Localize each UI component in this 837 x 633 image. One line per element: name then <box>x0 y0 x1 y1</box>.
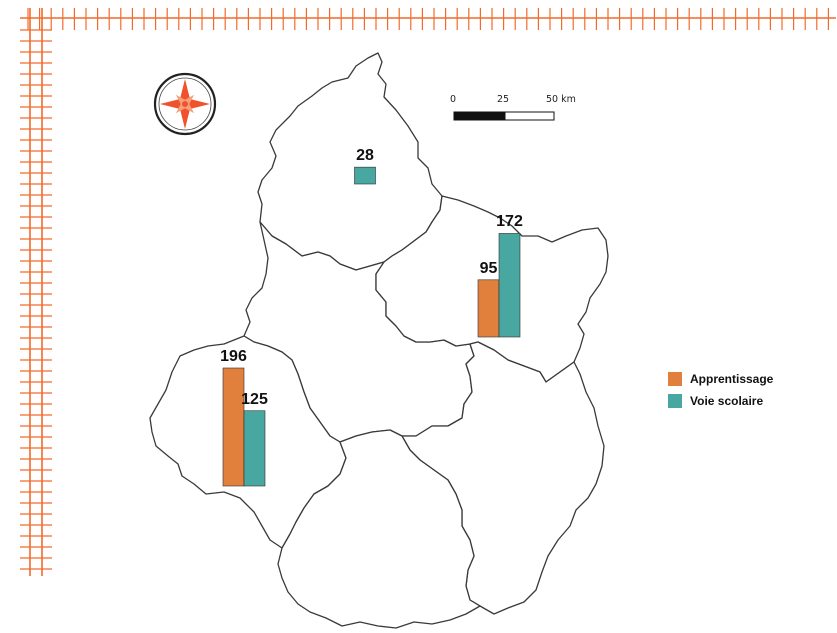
department-south <box>277 429 481 629</box>
bar-value-label: 28 <box>356 147 374 165</box>
bar-voie-scolaire <box>354 166 376 185</box>
department-south-east <box>401 341 605 615</box>
bar-voie-scolaire <box>243 410 266 487</box>
map-regions <box>149 52 609 629</box>
legend-swatch-voie-scolaire <box>668 393 682 408</box>
legend-item-voie-scolaire: Voie scolaire <box>668 392 773 409</box>
bar-value-label: 125 <box>241 390 268 408</box>
legend-item-apprentissage: Apprentissage <box>668 370 773 387</box>
legend-swatch-apprentissage <box>668 371 682 386</box>
compass-rose-icon <box>153 72 217 136</box>
department-north <box>257 52 443 271</box>
legend: Apprentissage Voie scolaire <box>668 370 773 414</box>
bar-apprentissage <box>222 367 245 487</box>
legend-label-apprentissage: Apprentissage <box>690 371 774 386</box>
scale-bar <box>453 111 555 121</box>
scale-tick-25: 25 <box>497 94 510 105</box>
bar-voie-scolaire <box>498 233 521 338</box>
scale-tick-0: 0 <box>450 94 457 105</box>
bar-apprentissage <box>477 279 500 338</box>
bar-marks <box>222 166 521 487</box>
bar-value-label: 196 <box>220 348 247 365</box>
scale-tick-50: 50 km <box>546 94 576 105</box>
legend-label-voie-scolaire: Voie scolaire <box>690 393 764 408</box>
bar-value-label: 172 <box>496 213 523 231</box>
bar-value-label: 95 <box>479 259 498 277</box>
